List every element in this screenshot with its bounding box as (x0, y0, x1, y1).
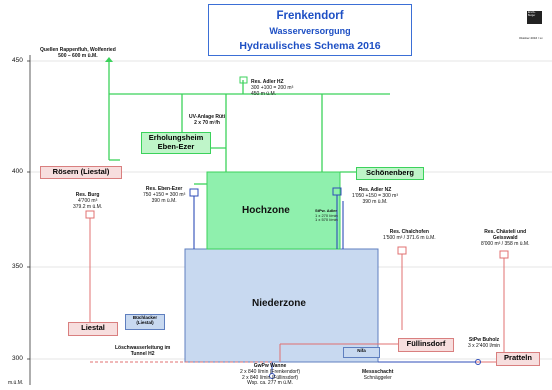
pratteln-label: Pratteln (496, 352, 540, 366)
niederzone-area (184, 248, 379, 363)
pink-pipes (89, 218, 505, 363)
gwpw-wanne-annotation: GwPw Wanne 2 x 840 l/min (Frenkendorf) 2… (240, 363, 301, 387)
axis-unit: m.ü.M. (8, 380, 24, 386)
company-logo: Emch+ Berger (527, 11, 542, 24)
hochzone-area (206, 171, 341, 250)
title-line-1: Frenkendorf (276, 10, 344, 22)
fuellinsdorf-label: Füllinsdorf (398, 338, 454, 352)
res-adler-nz-annotation: Res. Adler NZ 1'050 +150 = 300 m³ 390 m … (352, 187, 398, 205)
tick-label-300: 300 (12, 355, 23, 362)
tick-label-400: 400 (12, 168, 23, 175)
pump-wanne-symbol (269, 373, 275, 379)
liestal-label: Liestal (68, 322, 118, 336)
date-label: Oktober 2016 / xx (519, 36, 543, 40)
hochzone-label: Hochzone (242, 205, 290, 216)
messschacht-annotation: Messschacht Schnäggeler (362, 369, 394, 381)
res-adler-hz-symbol (239, 76, 248, 84)
loeschwasser-annotation: Löschwasserleitung im Tunnel H2 (115, 345, 171, 357)
res-eben-ezer-symbol (189, 188, 199, 197)
res-chalchofen-annotation: Res. Chalchofen 1'500 m³ / 371.6 m ü.M. (383, 229, 436, 241)
res-chaestel-symbol (499, 250, 509, 259)
roesern-label: Rösern (Liestal) (40, 166, 122, 179)
stpw-adler-annotation: StPw. Adler 1 x 270 l/min 1 x 570 l/min (315, 208, 338, 223)
niederzone-label: Niederzone (252, 298, 306, 309)
quellen-annotation: Quellen Rappenfluh, Wolfenried 500 – 600… (40, 47, 116, 59)
res-eben-ezer-annotation: Res. Eben-Ezer 750 +150 = 300 m³ 390 m ü… (143, 186, 186, 204)
tick-label-350: 350 (12, 263, 23, 270)
title-box: Frenkendorf Wasserversorgung Hydraulisch… (208, 4, 412, 56)
quellen-arrow (105, 57, 113, 62)
buechlacker-label: Büchlacker (Liestal) (125, 314, 165, 330)
erholungsheim-label: Erholungsheim Eben-Ezer (141, 132, 211, 154)
green-supply-lines (108, 62, 390, 185)
uv-anlage-annotation: UV-Anlage Rüti 2 x 70 m³/h (189, 114, 226, 126)
title-line-3: Hydraulisches Schema 2016 (239, 40, 381, 52)
schoenenberg-label: Schönenberg (356, 167, 424, 180)
res-burg-annotation: Res. Burg 4'700 m³ 379.2 m ü.M. (73, 192, 103, 210)
res-burg-symbol (85, 210, 95, 219)
tick-label-450: 450 (12, 57, 23, 64)
stpw-buholz-annotation: StPw Buholz 3 x 2'400 l/min (468, 337, 501, 349)
res-chaestel-annotation: Res. Chästeli und Geisswald 8'000 m³ / 3… (481, 229, 530, 247)
pump-buholz-symbol (475, 359, 481, 365)
nifa-label: Nifa (343, 347, 380, 358)
blue-pipes (193, 195, 476, 374)
res-adler-hz-annotation: Res. Adler HZ 300 +100 = 200 m³ 450 m ü.… (251, 79, 294, 97)
res-chalchofen-symbol (397, 246, 407, 255)
title-line-2: Wasserversorgung (269, 26, 351, 36)
